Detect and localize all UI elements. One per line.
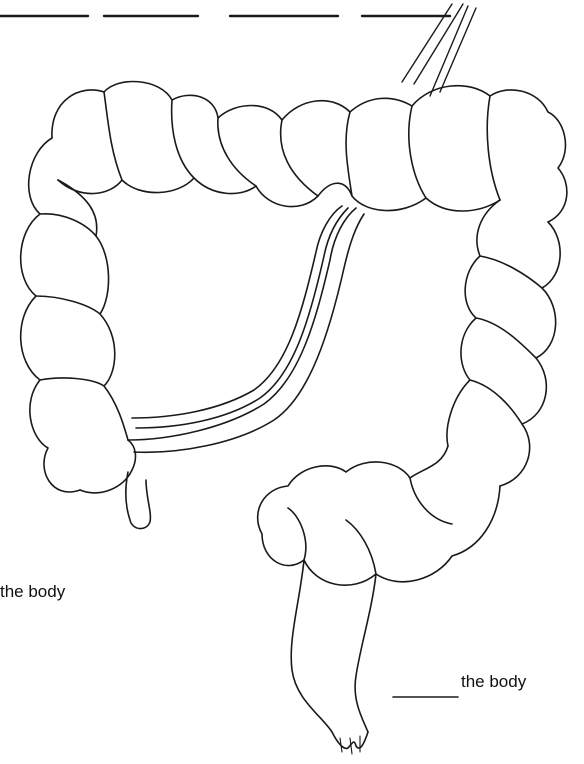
descending-colon	[447, 200, 560, 486]
ileum-tube	[128, 206, 364, 452]
pointer-lines	[402, 4, 476, 96]
fill-in-label-fragment-2: the body	[461, 672, 526, 692]
transverse-colon	[52, 82, 567, 222]
fill-in-label-fragment-1: the body	[0, 582, 65, 602]
appendix	[126, 472, 151, 529]
rectum	[291, 560, 376, 754]
sigmoid-colon	[258, 446, 500, 585]
pointer-line-4	[440, 8, 476, 92]
pointer-line-3	[430, 6, 468, 96]
